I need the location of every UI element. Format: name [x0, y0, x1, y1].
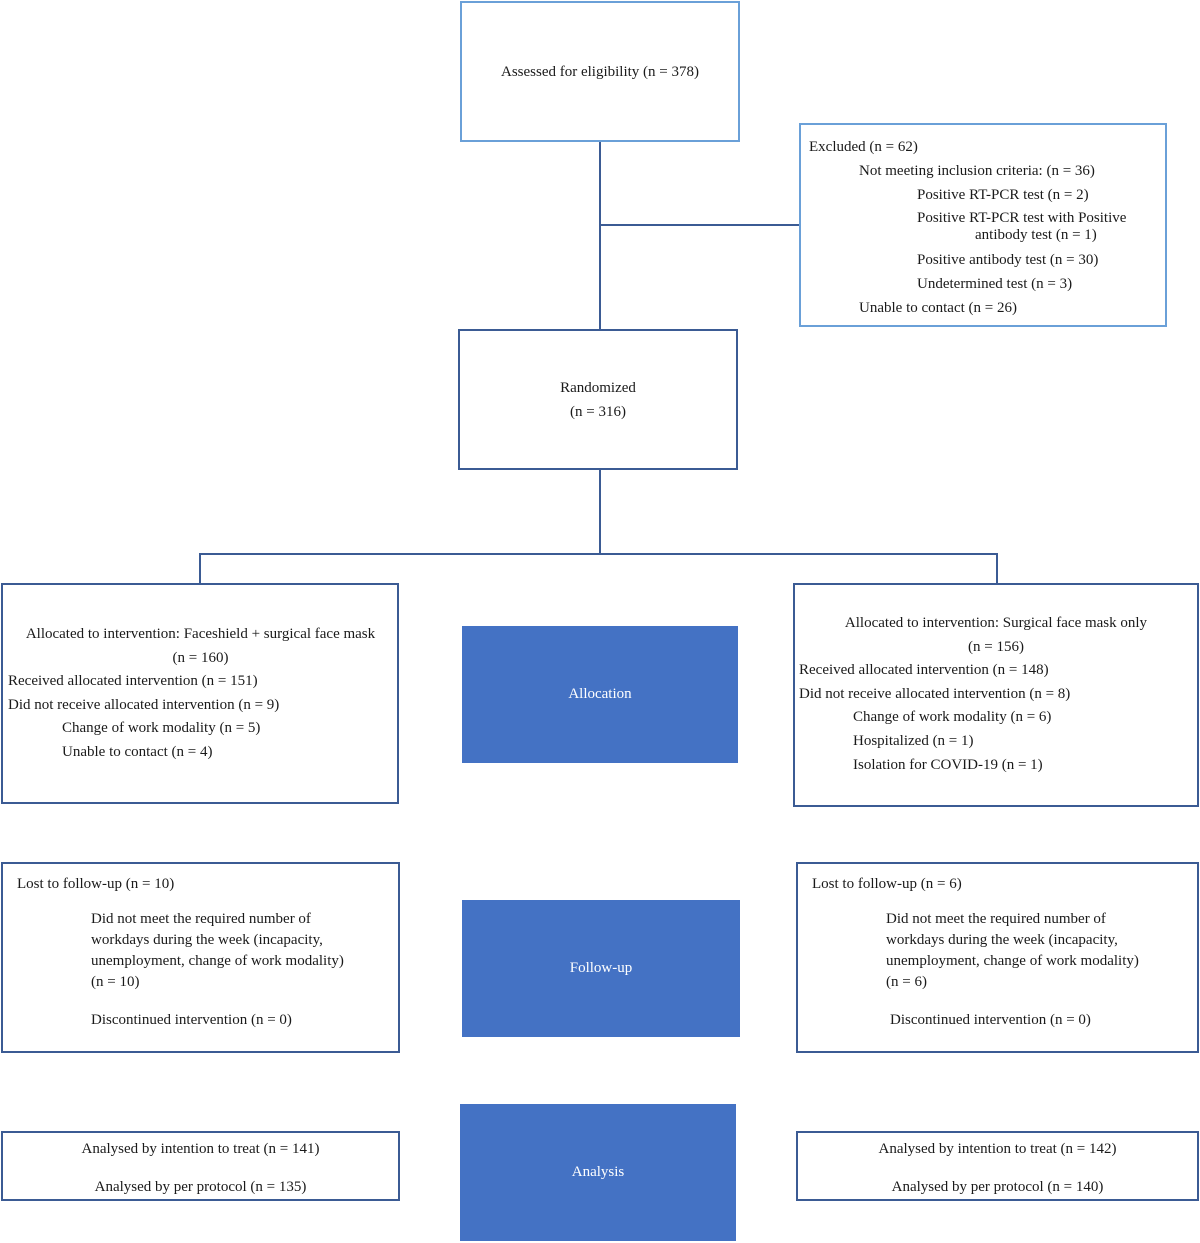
followup-right-req-4: (n = 6) [886, 974, 927, 990]
stage-followup: Follow-up [462, 900, 740, 1037]
followup-left-discontinued: Discontinued intervention (n = 0) [91, 1012, 292, 1028]
analysis-right-pp: Analysed by per protocol (n = 140) [891, 1179, 1104, 1195]
alloc-right-count: (n = 156) [968, 638, 1024, 655]
followup-left-req-4: (n = 10) [91, 974, 140, 990]
connector-split-left-drop [199, 553, 201, 584]
stage-analysis: Analysis [460, 1104, 736, 1241]
randomized-label: Randomized [560, 379, 636, 396]
alloc-right-not-received: Did not receive allocated intervention (… [799, 685, 1071, 702]
excluded-undetermined: Undetermined test (n = 3) [917, 276, 1073, 292]
stage-analysis-label: Analysis [571, 1164, 625, 1180]
excluded-unable-contact: Unable to contact (n = 26) [859, 300, 1017, 316]
followup-left-req-3: unemployment, change of work modality) [91, 953, 344, 969]
stage-allocation: Allocation [462, 626, 738, 763]
alloc-right-hospitalized: Hospitalized (n = 1) [853, 732, 974, 749]
eligibility-box: Assessed for eligibility (n = 378) [460, 1, 740, 142]
alloc-left-received: Received allocated intervention (n = 151… [8, 673, 258, 690]
analysis-left-itt: Analysed by intention to treat (n = 141) [81, 1141, 320, 1157]
followup-left-box: Lost to follow-up (n = 10) Did not meet … [1, 862, 400, 1053]
followup-right-discontinued: Discontinued intervention (n = 0) [890, 1012, 1091, 1028]
allocation-left-box: Allocated to intervention: Faceshield + … [1, 583, 399, 804]
analysis-left-box: Analysed by intention to treat (n = 141)… [1, 1131, 400, 1201]
connector-eligibility-to-randomized [599, 140, 601, 330]
stage-allocation-label: Allocation [568, 686, 632, 702]
excluded-positive-rtpcr: Positive RT-PCR test (n = 2) [917, 187, 1089, 203]
randomized-box: Randomized (n = 316) [458, 329, 738, 470]
alloc-right-received: Received allocated intervention (n = 148… [799, 662, 1049, 679]
eligibility-text: Assessed for eligibility (n = 378) [500, 63, 700, 80]
followup-left-req-2: workdays during the week (incapacity, [91, 932, 323, 948]
analysis-right-itt: Analysed by intention to treat (n = 142) [878, 1141, 1117, 1157]
followup-right-req-1: Did not meet the required number of [886, 911, 1106, 927]
excluded-positive-antibody: Positive antibody test (n = 30) [917, 252, 1099, 268]
followup-left-req-1: Did not meet the required number of [91, 911, 311, 927]
excluded-positive-rtpcr-antibody-1: Positive RT-PCR test with Positive [917, 210, 1127, 226]
stage-followup-label: Follow-up [569, 960, 633, 976]
excluded-not-meeting: Not meeting inclusion criteria: (n = 36) [859, 163, 1095, 179]
alloc-left-title: Allocated to intervention: Faceshield + … [25, 626, 376, 642]
analysis-left-pp: Analysed by per protocol (n = 135) [94, 1179, 307, 1195]
followup-right-req-3: unemployment, change of work modality) [886, 953, 1139, 969]
alloc-right-change-modality: Change of work modality (n = 6) [853, 709, 1052, 726]
alloc-right-title: Allocated to intervention: Surgical face… [844, 615, 1148, 631]
alloc-left-count: (n = 160) [172, 649, 229, 666]
followup-right-lost: Lost to follow-up (n = 6) [812, 876, 962, 892]
excluded-box: Excluded (n = 62) Not meeting inclusion … [799, 123, 1167, 327]
alloc-left-not-received: Did not receive allocated intervention (… [8, 696, 280, 713]
followup-left-lost: Lost to follow-up (n = 10) [17, 876, 175, 892]
connector-split-right-drop [996, 553, 998, 584]
connector-to-excluded [601, 224, 800, 226]
excluded-positive-rtpcr-antibody-2: antibody test (n = 1) [975, 227, 1097, 243]
excluded-title: Excluded (n = 62) [809, 139, 918, 155]
followup-right-box: Lost to follow-up (n = 6) Did not meet t… [796, 862, 1199, 1053]
allocation-right-box: Allocated to intervention: Surgical face… [793, 583, 1199, 807]
alloc-left-unable-contact: Unable to contact (n = 4) [62, 743, 213, 760]
alloc-right-isolation: Isolation for COVID-19 (n = 1) [853, 756, 1043, 773]
followup-right-req-2: workdays during the week (incapacity, [886, 932, 1118, 948]
analysis-right-box: Analysed by intention to treat (n = 142)… [796, 1131, 1199, 1201]
alloc-left-change-modality: Change of work modality (n = 5) [62, 720, 261, 737]
connector-randomized-down [599, 469, 601, 554]
randomized-count: (n = 316) [570, 403, 626, 420]
connector-split-horizontal [199, 553, 998, 555]
